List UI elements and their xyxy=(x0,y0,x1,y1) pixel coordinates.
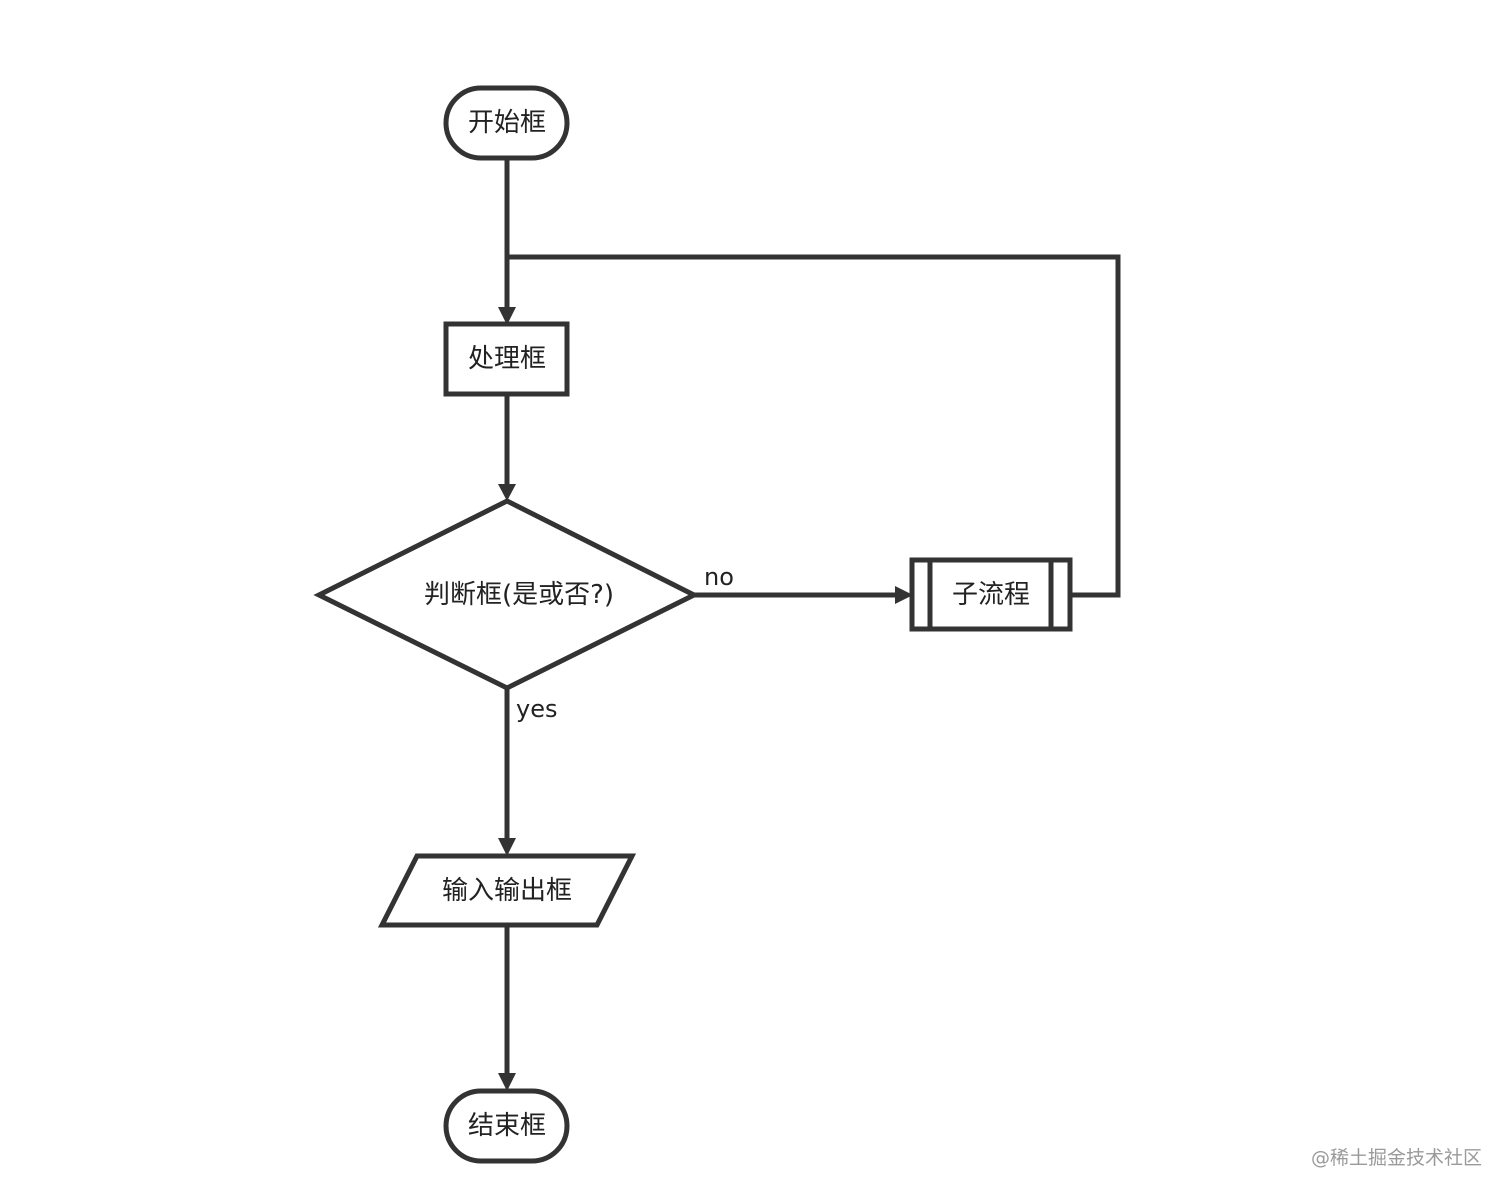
process-box xyxy=(443,321,570,397)
edge-subprocess-loop-back xyxy=(507,254,1121,598)
start-terminal xyxy=(443,85,570,161)
arrowhead-to-process xyxy=(498,307,516,325)
start-label: 开始框 xyxy=(468,108,546,138)
subprocess-label: 子流程 xyxy=(952,580,1030,610)
end-label: 结束框 xyxy=(468,1111,546,1141)
process-label: 处理框 xyxy=(468,344,546,374)
io-parallelogram xyxy=(377,853,637,928)
end-terminal xyxy=(443,1088,570,1164)
arrowhead-to-io xyxy=(498,838,516,856)
decision-diamond xyxy=(313,498,700,691)
io-label: 输入输出框 xyxy=(442,876,572,906)
arrowhead-to-end xyxy=(498,1073,516,1091)
subprocess-box xyxy=(909,557,1073,632)
edge-label-yes: yes xyxy=(516,695,557,723)
arrowhead-to-subprocess xyxy=(895,586,913,604)
edge-label-no: no xyxy=(704,563,734,591)
arrowhead-to-decision xyxy=(498,484,516,501)
watermark-text: @稀土掘金技术社区 xyxy=(1310,1147,1482,1169)
decision-label: 判断框(是或否?) xyxy=(424,580,614,610)
